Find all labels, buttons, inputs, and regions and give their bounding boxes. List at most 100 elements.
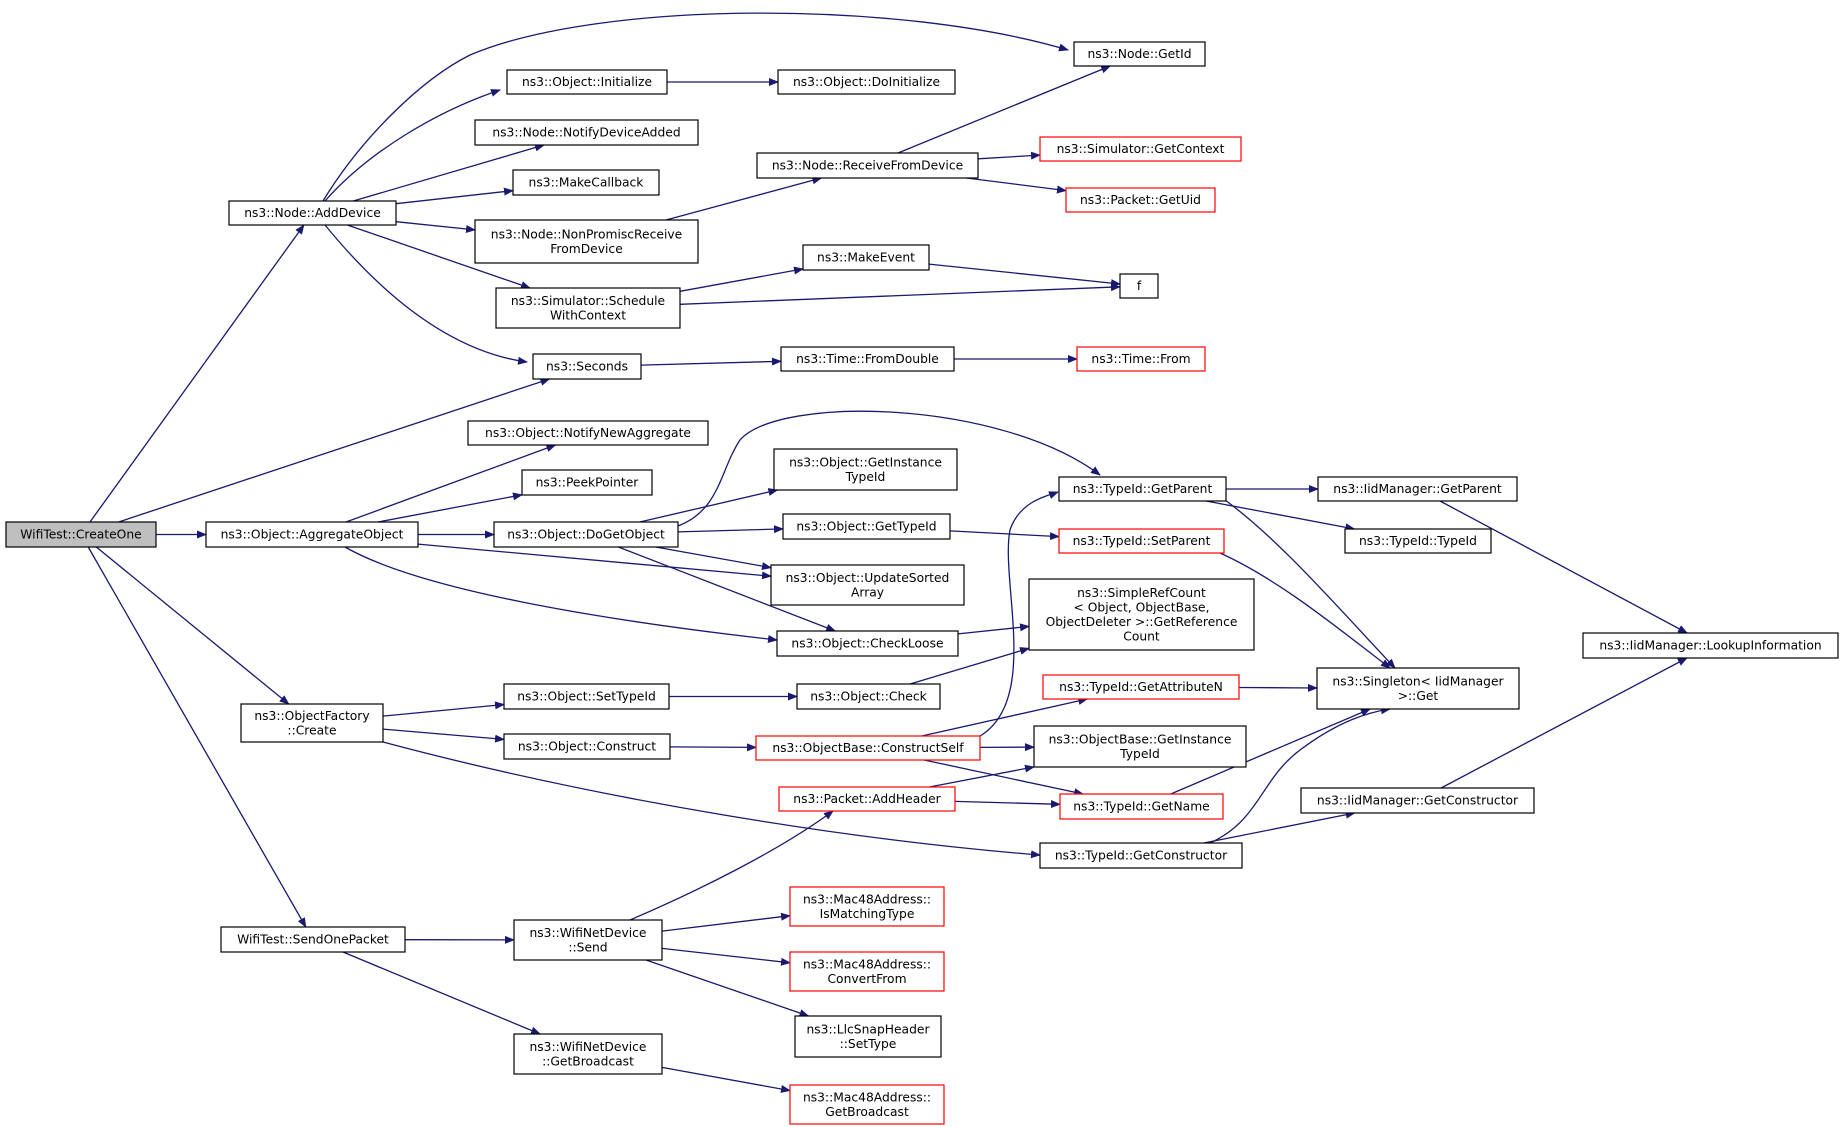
node-notifydeviceadded[interactable]: ns3::Node::NotifyDeviceAdded bbox=[474, 119, 699, 146]
edge-schedulewithcontext-to-makeevent bbox=[679, 266, 804, 292]
node-constructself[interactable]: ns3::ObjectBase::ConstructSelf bbox=[755, 735, 981, 761]
node-box bbox=[802, 244, 930, 271]
node-label: WithContext bbox=[550, 308, 626, 322]
node-macgetbroadcast[interactable]: ns3::Mac48Address::GetBroadcast bbox=[789, 1084, 945, 1125]
node-label: ns3::ObjectBase::GetInstance bbox=[1049, 732, 1232, 746]
node-gettypeid[interactable]: ns3::Object::GetTypeId bbox=[782, 513, 951, 540]
node-fromdouble[interactable]: ns3::Time::FromDouble bbox=[780, 346, 955, 372]
node-createone[interactable]: WifiTest::CreateOne bbox=[5, 521, 157, 548]
node-box bbox=[1317, 476, 1518, 502]
node-iidgetconstructor[interactable]: ns3::IidManager::GetConstructor bbox=[1300, 787, 1535, 814]
edge-arrow bbox=[395, 221, 476, 233]
node-lookupinformation[interactable]: ns3::IidManager::LookupInformation bbox=[1582, 632, 1839, 659]
node-box bbox=[1039, 136, 1242, 162]
node-notifynewaggregate[interactable]: ns3::Object::NotifyNewAggregate bbox=[467, 420, 709, 446]
node-getattributen[interactable]: ns3::TypeId::GetAttributeN bbox=[1042, 674, 1240, 700]
node-label: ns3::WifiNetDevice bbox=[529, 1040, 646, 1054]
node-label: ns3::TypeId::GetAttributeN bbox=[1059, 680, 1223, 694]
node-label: < Object, ObjectBase, bbox=[1074, 600, 1210, 614]
edge-objectcheck-to-simplerefcount bbox=[909, 647, 1030, 685]
node-doinitialize[interactable]: ns3::Object::DoInitialize bbox=[777, 69, 956, 95]
node-timefrom[interactable]: ns3::Time::From bbox=[1076, 346, 1206, 372]
edge-typeidgetconstructor-to-singletonget bbox=[1209, 706, 1391, 844]
node-label: ns3::Object::Construct bbox=[518, 740, 656, 754]
edge-createone-to-objectfactorycreate bbox=[95, 546, 290, 705]
edge-arrow bbox=[324, 89, 501, 202]
edge-getattributen-to-singletonget bbox=[1238, 683, 1318, 692]
edge-adddevice-to-makecallback bbox=[395, 187, 514, 205]
node-objectfactorycreate[interactable]: ns3::ObjectFactory::Create bbox=[240, 703, 384, 743]
node-wifigetbroadcast[interactable]: ns3::WifiNetDevice::GetBroadcast bbox=[513, 1033, 663, 1075]
node-getcontext[interactable]: ns3::Simulator::GetContext bbox=[1039, 136, 1242, 162]
edge-nonpromisc-to-receivefromdevice bbox=[665, 176, 823, 221]
node-objectcheck[interactable]: ns3::Object::Check bbox=[796, 683, 941, 710]
edge-aggregateobject-to-notifynewaggregate bbox=[345, 444, 557, 523]
node-construct[interactable]: ns3::Object::Construct bbox=[503, 733, 671, 760]
node-simplerefcount[interactable]: ns3::SimpleRefCount< Object, ObjectBase,… bbox=[1028, 578, 1255, 651]
node-typeidgetconstructor[interactable]: ns3::TypeId::GetConstructor bbox=[1039, 842, 1243, 869]
node-box bbox=[474, 219, 699, 264]
node-box bbox=[228, 200, 397, 226]
node-box bbox=[1582, 632, 1839, 659]
node-aggregateobject[interactable]: ns3::Object::AggregateObject bbox=[205, 521, 419, 548]
node-seconds[interactable]: ns3::Seconds bbox=[532, 353, 642, 380]
node-dogetobject[interactable]: ns3::Object::DoGetObject bbox=[493, 521, 679, 548]
node-addheader[interactable]: ns3::Packet::AddHeader bbox=[778, 786, 956, 812]
node-typeidtypeid[interactable]: ns3::TypeId::TypeId bbox=[1344, 528, 1492, 554]
node-label: ns3::IidManager::LookupInformation bbox=[1599, 639, 1821, 653]
node-box bbox=[770, 564, 965, 606]
node-settypeid[interactable]: ns3::Object::SetTypeId bbox=[503, 683, 670, 710]
edge-addheader-to-typeidgetname bbox=[954, 800, 1061, 809]
node-typeidgetname[interactable]: ns3::TypeId::GetName bbox=[1059, 793, 1224, 820]
node-makeevent[interactable]: ns3::MakeEvent bbox=[802, 244, 930, 271]
edge-createone-to-seconds bbox=[118, 378, 551, 523]
edge-setparent-to-singletonget bbox=[1219, 552, 1391, 669]
node-convertfrom[interactable]: ns3::Mac48Address::ConvertFrom bbox=[789, 951, 945, 992]
node-box bbox=[493, 521, 679, 548]
edge-arrow bbox=[618, 546, 837, 632]
node-singletonget[interactable]: ns3::Singleton< IidManager >::Get bbox=[1316, 667, 1520, 710]
node-ismatchingtype[interactable]: ns3::Mac48Address::IsMatchingType bbox=[789, 886, 945, 927]
node-receivefromdevice[interactable]: ns3::Node::ReceiveFromDevice bbox=[756, 152, 979, 179]
edge-arrow bbox=[417, 543, 772, 580]
node-label: ns3::ObjectBase::ConstructSelf bbox=[772, 741, 964, 755]
node-label: ::Create bbox=[287, 723, 336, 737]
node-wifisend[interactable]: ns3::WifiNetDevice::Send bbox=[513, 919, 663, 961]
edge-arrow bbox=[645, 959, 810, 1017]
edge-arrow bbox=[897, 65, 1112, 154]
edge-arrow bbox=[979, 491, 1059, 737]
node-typeidgetparent[interactable]: ns3::TypeId::GetParent bbox=[1058, 476, 1227, 502]
edge-adddevice-to-getid bbox=[322, 12, 1069, 202]
node-box bbox=[756, 152, 979, 179]
node-peekpointer[interactable]: ns3::PeekPointer bbox=[521, 469, 653, 496]
edge-arrow bbox=[324, 224, 528, 365]
node-box bbox=[796, 683, 941, 710]
node-label: ns3::MakeEvent bbox=[817, 251, 915, 265]
edge-arrow bbox=[1238, 683, 1318, 692]
node-makecallback[interactable]: ns3::MakeCallback bbox=[512, 169, 660, 196]
node-box bbox=[474, 119, 699, 146]
edge-aggregateobject-to-updatesortedarray bbox=[417, 543, 772, 580]
node-box bbox=[776, 630, 959, 657]
node-setparent[interactable]: ns3::TypeId::SetParent bbox=[1058, 528, 1225, 554]
node-iidgetparent[interactable]: ns3::IidManager::GetParent bbox=[1317, 476, 1518, 502]
node-box bbox=[512, 169, 660, 196]
node-llcsettype[interactable]: ns3::LlcSnapHeader::SetType bbox=[794, 1015, 942, 1058]
node-initialize[interactable]: ns3::Object::Initialize bbox=[506, 69, 668, 95]
node-checkloose[interactable]: ns3::Object::CheckLoose bbox=[776, 630, 959, 657]
node-box bbox=[1119, 273, 1159, 299]
node-label: ns3::TypeId::GetParent bbox=[1073, 482, 1213, 496]
edge-schedulewithcontext-to-f bbox=[679, 283, 1121, 305]
node-sendonepacket[interactable]: WifiTest::SendOnePacket bbox=[220, 926, 406, 953]
edge-arrow bbox=[661, 1066, 791, 1093]
node-getuid[interactable]: ns3::Packet::GetUid bbox=[1065, 187, 1216, 213]
node-f[interactable]: f bbox=[1119, 273, 1159, 299]
node-adddevice[interactable]: ns3::Node::AddDevice bbox=[228, 200, 397, 226]
edge-gettypeid-to-setparent bbox=[949, 530, 1060, 541]
node-getid[interactable]: ns3::Node::GetId bbox=[1073, 41, 1206, 67]
